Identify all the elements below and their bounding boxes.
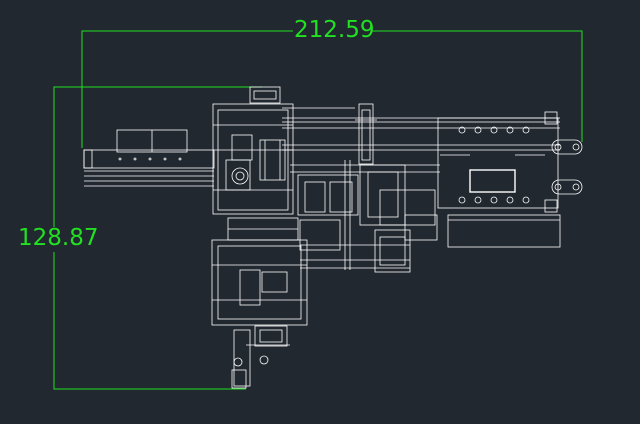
width-dimension-label: 212.59 (294, 17, 375, 43)
dimension-lines (53, 30, 583, 390)
right-drive (551, 139, 583, 195)
vertical-column (355, 103, 377, 165)
lower-frame (211, 217, 410, 326)
main-frame (212, 103, 294, 215)
right-section (437, 111, 561, 248)
bottom-assembly (231, 325, 290, 389)
width-dimension-line (81, 30, 583, 148)
height-dimension-line (53, 86, 262, 390)
central-mechanism (297, 160, 438, 273)
left-conveyor (83, 129, 215, 187)
top-motor-box (249, 86, 281, 104)
height-dimension-label: 128.87 (18, 225, 99, 251)
